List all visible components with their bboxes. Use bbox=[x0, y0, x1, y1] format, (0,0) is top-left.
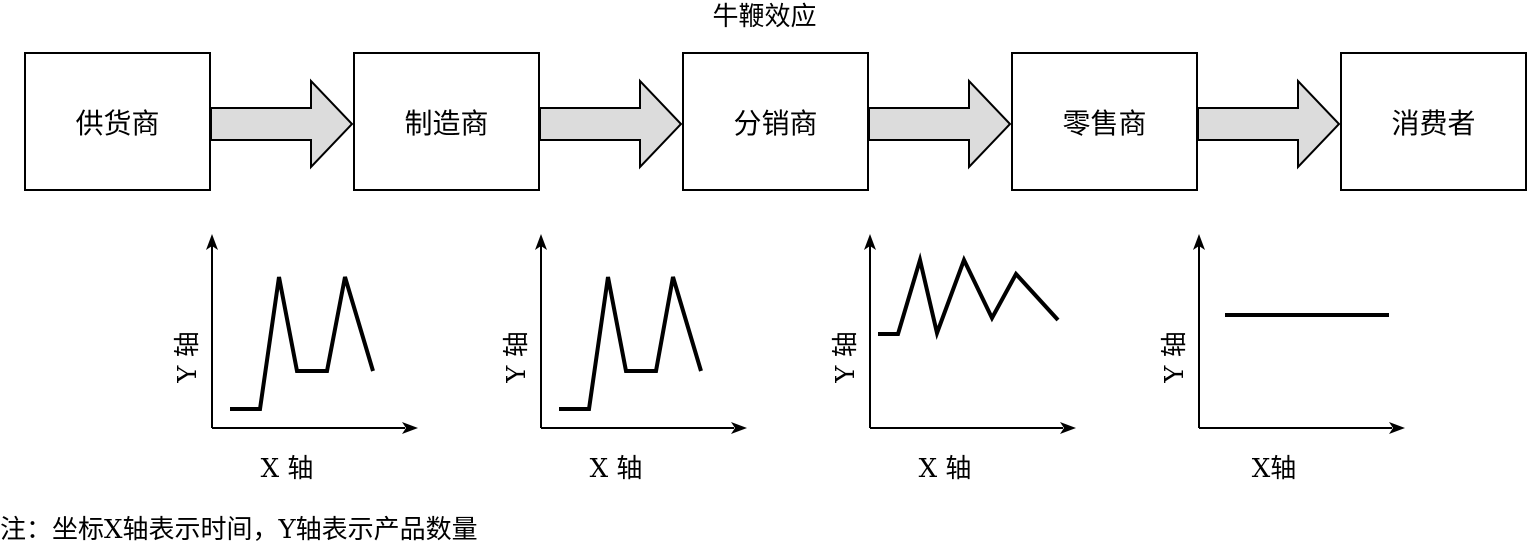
y-axis-label: Y 轴 bbox=[1160, 331, 1190, 383]
node-label: 供货商 bbox=[75, 106, 160, 140]
y-axis-arrowhead bbox=[1193, 234, 1205, 250]
axes bbox=[1198, 245, 1392, 429]
flow-arrow-4 bbox=[1197, 78, 1341, 170]
node-label: 制造商 bbox=[404, 106, 489, 140]
diagram-title: 牛鞭效应 bbox=[712, 2, 817, 32]
node-distributor: 分销商 bbox=[682, 52, 869, 191]
x-axis-label: X 轴 bbox=[260, 454, 314, 484]
node-label: 消费者 bbox=[1391, 106, 1476, 140]
y-axis-arrowhead bbox=[535, 234, 547, 250]
x-axis-arrowhead bbox=[1060, 422, 1076, 434]
x-axis-label: X轴 bbox=[1251, 454, 1297, 484]
x-axis-label: X 轴 bbox=[589, 454, 643, 484]
node-manufacturer: 制造商 bbox=[353, 52, 540, 191]
flow-arrow-3 bbox=[868, 78, 1012, 170]
data-line bbox=[878, 252, 1060, 340]
node-supplier: 供货商 bbox=[24, 52, 211, 191]
x-axis-label: X 轴 bbox=[918, 454, 972, 484]
flow-arrow-1 bbox=[210, 78, 354, 170]
axes bbox=[869, 245, 1063, 429]
x-axis-arrowhead bbox=[731, 422, 747, 434]
axes bbox=[211, 245, 405, 429]
x-axis-arrowhead bbox=[402, 422, 418, 434]
node-label: 分销商 bbox=[733, 106, 818, 140]
x-axis-arrowhead bbox=[1389, 422, 1405, 434]
footnote: 注：坐标X轴表示时间，Y轴表示产品数量 bbox=[0, 515, 478, 545]
data-line bbox=[559, 276, 703, 411]
node-consumer: 消费者 bbox=[1340, 52, 1527, 191]
data-line bbox=[230, 276, 375, 411]
y-axis-arrowhead bbox=[864, 234, 876, 250]
node-retailer: 零售商 bbox=[1011, 52, 1198, 191]
flow-arrow-2 bbox=[539, 78, 683, 170]
node-label: 零售商 bbox=[1062, 106, 1147, 140]
axes bbox=[540, 245, 734, 429]
y-axis-arrowhead bbox=[206, 234, 218, 250]
